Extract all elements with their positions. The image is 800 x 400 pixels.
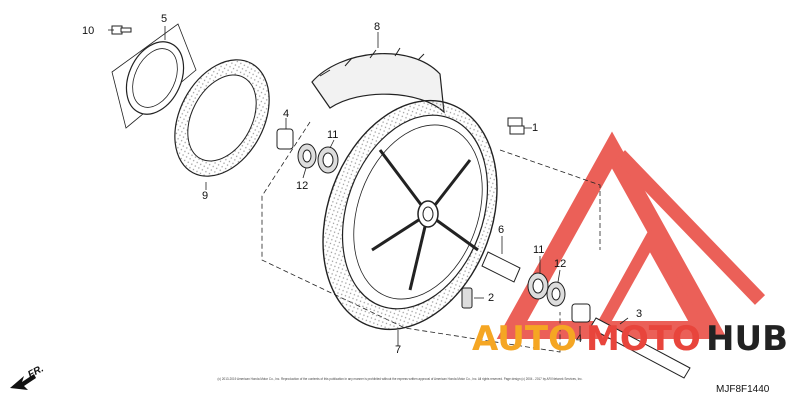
part-labels: 1 2 3 4 4 5 6 7 8 9 10 11 11 12 12 [82,13,642,356]
leader-lines [108,26,629,346]
part-label: 4 [576,333,582,345]
part-label: 12 [554,258,566,270]
right-hub-parts [481,251,691,379]
part-label: 2 [488,292,494,304]
copyright-text: (c) 2013-2019 American Honda Motor Co., … [218,376,583,381]
svg-text:MOTO: MOTO [586,319,701,359]
front-arrow-icon [10,374,36,390]
svg-text:HUB: HUB [706,319,788,359]
part-label: 3 [636,308,642,320]
diagram-code: MJF8F1440 [716,384,770,395]
watermark-logo [496,131,766,339]
brake-disc [174,59,270,177]
part-label: 12 [296,180,308,192]
assembly-outline [261,121,601,353]
tire [311,47,445,114]
watermark-text: AUTO MOTO HUB [472,319,788,359]
wheel [322,99,498,331]
left-hub-parts [276,128,339,174]
disc-bracket [111,23,197,129]
part-label: 11 [327,129,338,141]
part-label: 6 [498,224,504,236]
part-label: 5 [161,13,167,25]
part-label: 11 [533,244,544,256]
part-label: 1 [532,122,538,134]
part-label: 7 [395,344,401,356]
part-label: 8 [374,21,380,33]
part-label: 9 [202,190,208,202]
part-label: 10 [82,25,94,37]
front-label: FR. [26,363,45,380]
balance-weight [507,117,525,135]
bolt [111,25,132,35]
svg-text:AUTO: AUTO [472,319,577,359]
valve [461,287,473,309]
part-label: 4 [283,108,289,120]
